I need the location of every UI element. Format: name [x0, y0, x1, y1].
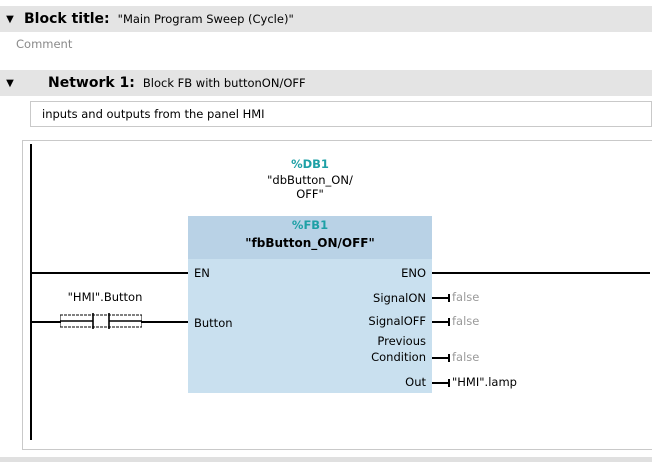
- pin-en[interactable]: EN: [194, 266, 210, 280]
- network-comment-text[interactable]: inputs and outputs from the panel HMI: [42, 107, 265, 121]
- prevcond-value[interactable]: false: [452, 350, 479, 364]
- block-title-value[interactable]: "Main Program Sweep (Cycle)": [118, 12, 294, 26]
- contact-tag-label[interactable]: "HMI".Button: [40, 290, 170, 304]
- contact-in-wire: [31, 321, 61, 323]
- normally-open-contact[interactable]: [60, 313, 142, 329]
- pin-signaloff[interactable]: SignalOFF: [368, 314, 426, 328]
- out-value[interactable]: "HMI".lamp: [452, 375, 517, 389]
- triangle-down-icon[interactable]: ▼: [2, 14, 18, 25]
- button-wire: [141, 321, 188, 323]
- pin-out[interactable]: Out: [405, 375, 426, 389]
- next-network-bar[interactable]: [0, 457, 652, 462]
- prevcond-stub: [432, 357, 448, 359]
- pin-signalon[interactable]: SignalON: [373, 291, 426, 305]
- pin-condition[interactable]: Condition: [371, 350, 426, 364]
- instance-db-address[interactable]: %DB1: [230, 157, 390, 171]
- pin-eno[interactable]: ENO: [401, 266, 426, 280]
- block-comment-text[interactable]: Comment: [16, 37, 72, 51]
- network-title[interactable]: Block FB with buttonON/OFF: [143, 76, 306, 90]
- signaloff-value[interactable]: false: [452, 314, 479, 328]
- signaloff-stub: [432, 321, 448, 323]
- block-comment[interactable]: Comment: [0, 32, 652, 56]
- fb-address: %FB1: [188, 218, 432, 232]
- fb-name[interactable]: "fbButton_ON/OFF": [188, 236, 432, 250]
- eno-wire: [432, 272, 650, 274]
- network-label: Network 1:: [48, 75, 135, 91]
- fb-header: %FB1 "fbButton_ON/OFF": [188, 216, 432, 259]
- triangle-down-icon[interactable]: ▼: [2, 78, 18, 89]
- block-title-bar[interactable]: ▼ Block title: "Main Program Sweep (Cycl…: [0, 6, 652, 32]
- pin-previous[interactable]: Previous: [377, 334, 426, 348]
- block-title-label: Block title:: [24, 11, 110, 27]
- signalon-value[interactable]: false: [452, 290, 479, 304]
- power-rail: [30, 144, 32, 440]
- pin-button[interactable]: Button: [194, 316, 233, 330]
- network-title-bar[interactable]: ▼ Network 1: Block FB with buttonON/OFF: [0, 70, 652, 96]
- en-wire: [31, 272, 188, 274]
- fb-block[interactable]: %FB1 "fbButton_ON/OFF" EN Button ENO Sig…: [188, 216, 432, 393]
- network-comment[interactable]: inputs and outputs from the panel HMI: [30, 101, 652, 127]
- signalon-stub: [432, 297, 448, 299]
- instance-db-name[interactable]: "dbButton_ON/ OFF": [230, 173, 390, 201]
- out-stub: [432, 382, 448, 384]
